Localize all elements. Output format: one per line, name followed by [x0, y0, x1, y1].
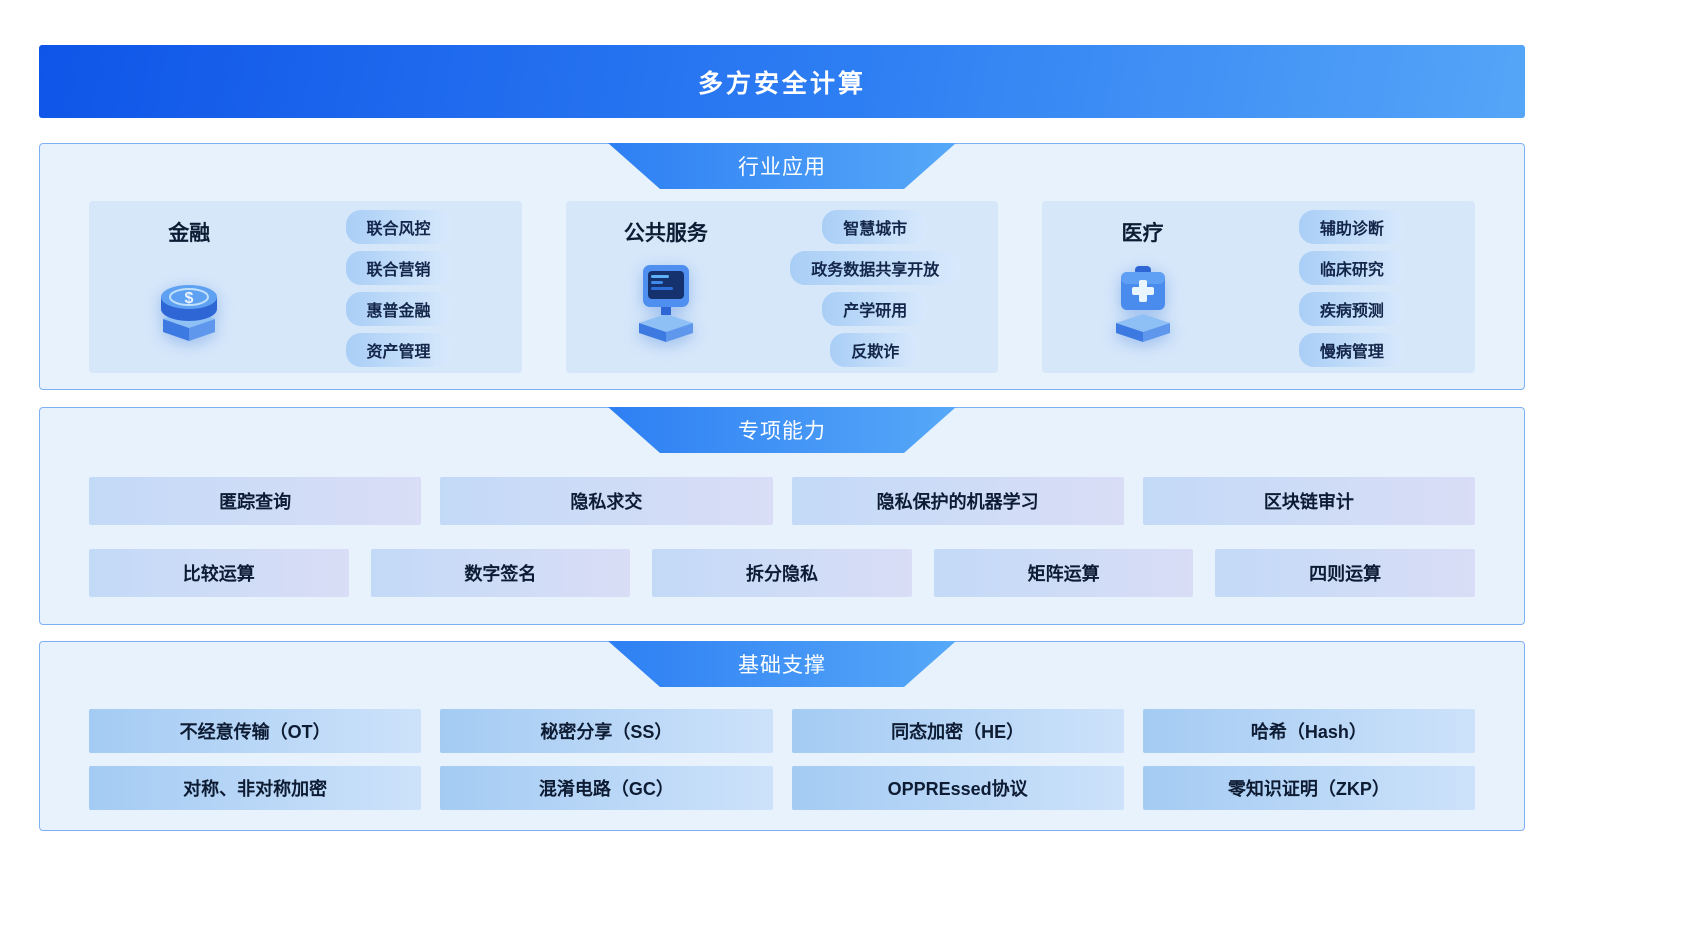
capabilities-body: 匿踪查询 隐私求交 隐私保护的机器学习 区块链审计 比较运算 数字签名 拆分隐私…: [40, 408, 1524, 624]
category-name: 公共服务: [623, 222, 708, 245]
category-name: 医疗: [1121, 222, 1164, 245]
tag-pill: 反欺诈: [830, 332, 921, 367]
capability-bar: 拆分隐私: [652, 549, 912, 597]
capability-bar: 矩阵运算: [933, 549, 1194, 597]
industry-categories: 金融 $ 联合风控: [40, 144, 1524, 389]
category-medical-left: 医疗: [1048, 215, 1236, 361]
category-public-services-left: 公共服务: [572, 215, 760, 361]
page-title: 多方安全计算: [697, 69, 866, 98]
capability-bar: 隐私保护的机器学习: [791, 477, 1124, 525]
foundation-bar: OPPREssed协议: [791, 766, 1124, 810]
section-title: 基础支撑: [738, 654, 826, 677]
foundation-body: 不经意传输（OT） 秘密分享（SS） 同态加密（HE） 哈希（Hash） 对称、…: [40, 642, 1524, 830]
capabilities-row-2: 比较运算 数字签名 拆分隐私 矩阵运算 四则运算: [89, 549, 1475, 597]
capabilities-row-1: 匿踪查询 隐私求交 隐私保护的机器学习 区块链审计: [89, 477, 1475, 525]
section-foundation-support: 基础支撑 不经意传输（OT） 秘密分享（SS） 同态加密（HE） 哈希（Hash…: [39, 641, 1525, 831]
tag-pill: 慢病管理: [1298, 332, 1405, 367]
tag-pill: 政务数据共享开放: [790, 250, 961, 285]
tag-pill: 辅助诊断: [1298, 209, 1405, 244]
section-title: 行业应用: [738, 156, 826, 179]
foundation-bar: 同态加密（HE）: [791, 709, 1124, 753]
section-header-foundation: 基础支撑: [608, 641, 956, 687]
foundation-bar: 秘密分享（SS）: [440, 709, 773, 753]
capability-bar: 数字签名: [370, 549, 631, 597]
category-medical-tags: 辅助诊断 临床研究 疾病预测 慢病管理: [1237, 209, 1467, 367]
medical-kit-icon: [1097, 253, 1189, 345]
tag-pill: 资产管理: [345, 332, 452, 367]
category-finance: 金融 $ 联合风控: [89, 201, 522, 373]
capability-bar: 区块链审计: [1142, 477, 1475, 525]
section-header-capabilities: 专项能力: [608, 407, 956, 453]
category-finance-left: 金融 $: [95, 215, 283, 361]
category-finance-tags: 联合风控 联合营销 惠普金融 资产管理: [283, 209, 513, 367]
foundation-bar: 混淆电路（GC）: [440, 766, 773, 810]
tag-pill: 智慧城市: [822, 209, 929, 244]
foundation-row-1: 不经意传输（OT） 秘密分享（SS） 同态加密（HE） 哈希（Hash）: [89, 709, 1475, 753]
public-service-computer-icon: [620, 253, 712, 345]
tag-pill: 临床研究: [1298, 250, 1405, 285]
capability-bar: 四则运算: [1215, 549, 1475, 597]
category-public-services-tags: 智慧城市 政务数据共享开放 产学研用 反欺诈: [760, 209, 990, 367]
section-industry-applications: 行业应用 金融 $: [39, 143, 1525, 390]
capability-bar: 比较运算: [89, 549, 349, 597]
tag-pill: 产学研用: [822, 291, 929, 326]
capability-bar: 隐私求交: [440, 477, 773, 525]
section-header-industry: 行业应用: [608, 143, 956, 189]
svg-text:$: $: [185, 290, 194, 307]
tag-pill: 联合营销: [345, 250, 452, 285]
foundation-bar: 对称、非对称加密: [89, 766, 422, 810]
capability-bar: 匿踪查询: [89, 477, 422, 525]
title-banner: 多方安全计算: [39, 45, 1525, 118]
foundation-bar: 零知识证明（ZKP）: [1142, 766, 1475, 810]
foundation-bar: 不经意传输（OT）: [89, 709, 422, 753]
category-name: 金融: [168, 222, 211, 245]
foundation-row-2: 对称、非对称加密 混淆电路（GC） OPPREssed协议 零知识证明（ZKP）: [89, 766, 1475, 810]
foundation-bar: 哈希（Hash）: [1142, 709, 1475, 753]
category-public-services: 公共服务: [565, 201, 999, 373]
tag-pill: 疾病预测: [1298, 291, 1405, 326]
category-medical: 医疗 辅: [1042, 201, 1476, 373]
tag-pill: 惠普金融: [345, 291, 452, 326]
finance-coin-icon: $: [143, 253, 235, 345]
tag-pill: 联合风控: [345, 209, 452, 244]
section-special-capabilities: 专项能力 匿踪查询 隐私求交 隐私保护的机器学习 区块链审计 比较运算 数字签名…: [39, 407, 1525, 625]
section-title: 专项能力: [738, 420, 826, 443]
